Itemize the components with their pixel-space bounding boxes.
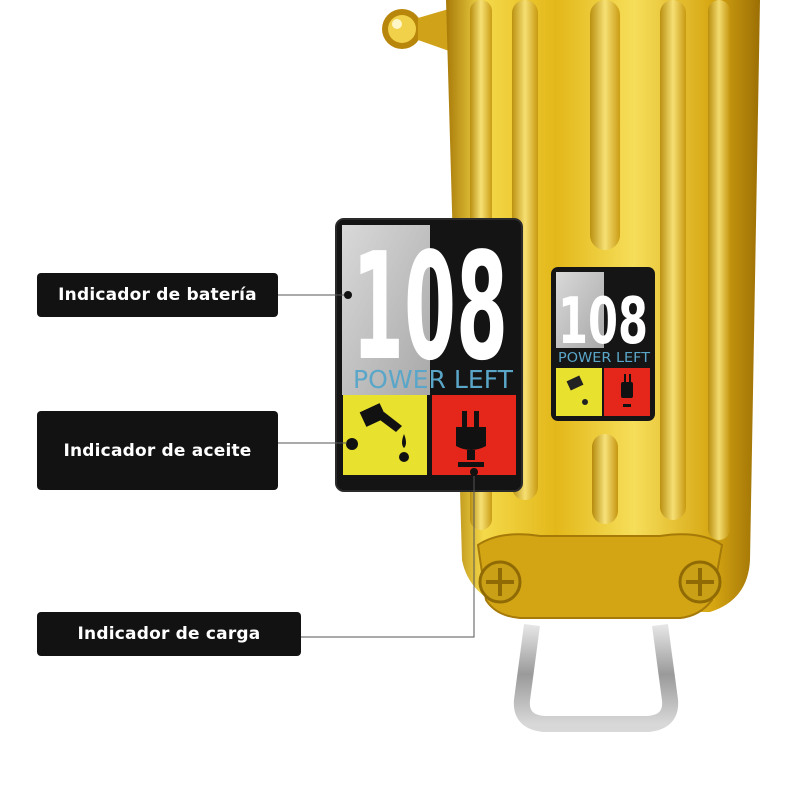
leader-lines	[278, 291, 478, 638]
large-display-digits: 108	[352, 221, 508, 393]
power-plug-icon	[432, 395, 516, 475]
small-display-caption: POWER LEFT	[558, 351, 650, 366]
charge-indicator-label: Indicador de carga	[37, 612, 301, 656]
charge-leader	[301, 474, 475, 638]
small-display: 108 POWER LEFT	[551, 267, 655, 421]
battery-indicator-label: Indicador de batería	[37, 273, 278, 317]
oil-indicator-label: Indicador de aceite	[37, 411, 278, 490]
oil-can-icon	[343, 395, 427, 475]
large-display-caption: POWER LEFT	[353, 365, 514, 394]
small-display-digits: 108	[558, 285, 648, 359]
large-display: 108 POWER LEFT	[335, 218, 523, 492]
